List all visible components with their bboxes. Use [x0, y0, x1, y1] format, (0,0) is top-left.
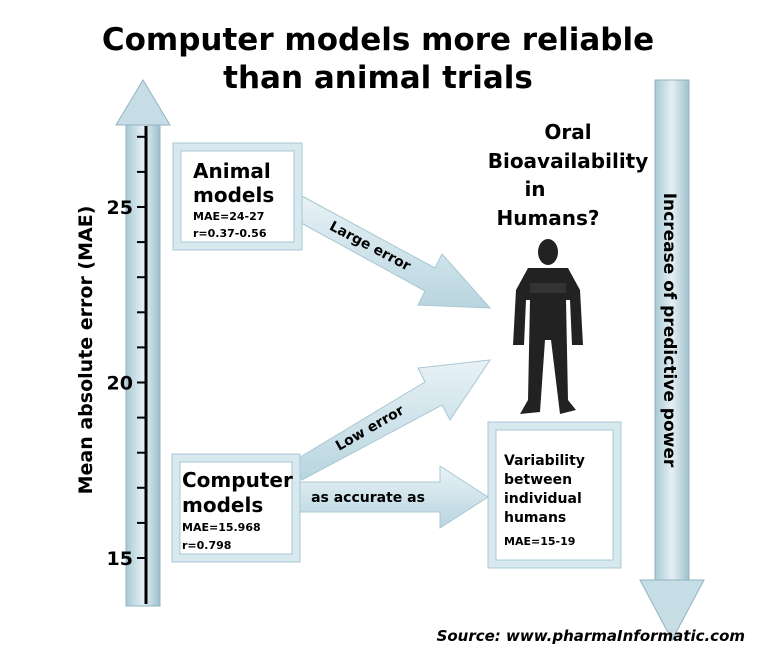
animal-title-2: models: [193, 183, 274, 207]
axis-tick-label: 20: [107, 373, 133, 395]
animal-mae: MAE=24-27: [193, 210, 264, 223]
human-line-1: Variability: [504, 453, 585, 469]
computer-r: r=0.798: [182, 539, 231, 552]
as-accurate-as-arrow: [299, 465, 489, 529]
human-line-4: humans: [504, 510, 566, 526]
source-credit: Source: www.pharmaInformatic.com: [437, 627, 745, 645]
as-accurate-as-label: as accurate as: [311, 490, 425, 506]
computer-mae: MAE=15.968: [182, 521, 261, 534]
predictive-power-arrow: [639, 79, 705, 642]
axis-tick-label: 25: [107, 197, 133, 219]
mae-axis-arrow: 25 20 15: [107, 79, 171, 607]
predictive-power-label: Increase of predictive power: [659, 193, 679, 468]
animal-title-1: Animal: [193, 159, 271, 183]
animal-models-box: Animal models MAE=24-27 r=0.37-0.56: [172, 142, 303, 251]
question-line-3: in: [524, 177, 545, 201]
human-line-2: between: [504, 472, 572, 488]
computer-title-2: models: [182, 493, 263, 517]
large-error-label: Large error: [327, 218, 414, 274]
computer-models-box: Computer models MAE=15.968 r=0.798: [171, 453, 301, 563]
large-error-arrow: [291, 194, 492, 309]
title-line-1: Computer models more reliable: [102, 22, 654, 58]
person-silhouette-icon: [513, 239, 583, 414]
animal-r: r=0.37-0.56: [193, 227, 267, 240]
y-axis-label: Mean absolute error (MAE): [75, 206, 97, 495]
title-line-2: than animal trials: [223, 60, 533, 96]
axis-tick-label: 15: [107, 548, 133, 570]
human-mae: MAE=15-19: [504, 535, 575, 548]
question-line-2: Bioavailability: [488, 149, 649, 173]
low-error-arrow: [291, 359, 492, 481]
human-line-3: individual: [504, 491, 582, 507]
question-line-1: Oral: [544, 120, 591, 144]
question-line-4: Humans?: [496, 206, 599, 230]
human-variability-box: Variability between individual humans MA…: [487, 421, 622, 569]
computer-title-1: Computer: [182, 468, 293, 492]
